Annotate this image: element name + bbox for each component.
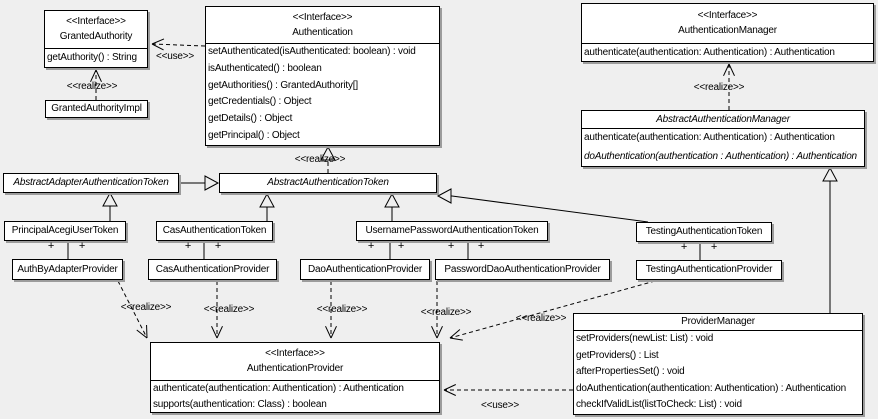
realize-label: <<realize>> xyxy=(420,307,472,318)
method: authenticate(authentication: Authenticat… xyxy=(584,132,835,143)
class-name: GrantedAuthority xyxy=(59,31,133,42)
class-name: GrantedAuthorityImpl xyxy=(51,103,142,114)
multiplicity-label: + xyxy=(680,241,688,253)
class-principal-acegi-user-token[interactable]: PrincipalAcegiUserToken xyxy=(4,221,126,241)
class-provider-manager[interactable]: ProviderManager setProviders(newList: Lis… xyxy=(573,313,863,415)
class-username-password-authentication-token[interactable]: UsernamePasswordAuthenticationToken xyxy=(356,221,548,241)
generalization-usernamepasswordtoken xyxy=(384,192,400,221)
class-abstract-adapter-authentication-token[interactable]: AbstractAdapterAuthenticationToken xyxy=(3,173,179,193)
class-name: AbstractAuthenticationToken xyxy=(267,177,389,188)
method: getCredentials() : Object xyxy=(208,96,312,108)
generalization-casauthenticationtoken xyxy=(259,192,275,221)
method: setProviders(newList: List) : void xyxy=(576,333,714,344)
class-name: CasAuthenticationToken xyxy=(162,225,267,236)
stereotype-label: <<Interface>> xyxy=(697,10,758,21)
realize-casauthenticationprovider-to-authenticationprovider xyxy=(211,281,223,339)
class-authentication-manager[interactable]: <<Interface>> AuthenticationManager authen… xyxy=(581,3,874,62)
class-testing-authentication-provider[interactable]: TestingAuthenticationProvider xyxy=(636,260,782,280)
class-auth-by-adapter-provider[interactable]: AuthByAdapterProvider xyxy=(12,259,123,280)
use-label: <<use>> xyxy=(480,400,520,411)
class-name: PasswordDaoAuthenticationProvider xyxy=(444,263,601,275)
method: doAuthentication(authentication: Authent… xyxy=(576,382,846,394)
realize-abstractauthenticationtoken-to-authentication xyxy=(320,145,336,173)
class-testing-authentication-token[interactable]: TestingAuthenticationToken xyxy=(636,222,772,242)
stereotype-label: <<Interface>> xyxy=(292,11,353,23)
stereotype-label: <<Interface>> xyxy=(66,16,126,27)
realize-label: <<realize>> xyxy=(515,313,567,324)
multiplicity-label: + xyxy=(367,240,375,252)
multiplicity-label: + xyxy=(710,241,718,253)
realize-label: <<realize>> xyxy=(693,82,745,93)
realize-passworddaoauthenticationprovider-to-authenticationprovider xyxy=(431,281,443,339)
multiplicity-label: + xyxy=(214,240,222,252)
use-providermanager-to-authenticationprovider xyxy=(443,384,573,396)
use-authentication-to-grantedauthority xyxy=(151,38,206,51)
class-name: UsernamePasswordAuthenticationToken xyxy=(365,225,539,236)
class-name: CasAuthenticationProvider xyxy=(155,263,270,275)
method: isAuthenticated() : boolean xyxy=(208,62,322,74)
generalization-providermanager-to-abstractauthenticationmanager xyxy=(822,166,838,313)
method: getAuthorities() : GrantedAuthority[] xyxy=(208,79,358,91)
method: getProviders() : List xyxy=(576,349,659,361)
class-cas-authentication-token[interactable]: CasAuthenticationToken xyxy=(156,221,273,241)
class-name: AuthenticationManager xyxy=(678,25,777,36)
method: getAuthority() : String xyxy=(47,52,137,63)
method: getPrincipal() : Object xyxy=(208,130,300,142)
method: afterPropertiesSet() : void xyxy=(576,366,685,378)
class-dao-authentication-provider[interactable]: DaoAuthenticationProvider xyxy=(300,259,430,280)
class-name: TestingAuthenticationToken xyxy=(645,226,763,237)
class-name: TestingAuthenticationProvider xyxy=(645,264,773,275)
method: authenticate(authentication: Authenticat… xyxy=(153,383,404,394)
generalization-testingauthenticationtoken xyxy=(436,188,649,223)
realize-label: <<realize>> xyxy=(66,81,118,92)
realize-abstractauthenticationmanager-to-authenticationmanager xyxy=(723,63,735,110)
class-name: AuthByAdapterProvider xyxy=(17,263,118,275)
class-cas-authentication-provider[interactable]: CasAuthenticationProvider xyxy=(148,259,277,280)
realize-label: <<realize>> xyxy=(203,304,255,315)
class-name: AbstractAdapterAuthenticationToken xyxy=(13,177,169,188)
class-name: AbstractAuthenticationManager xyxy=(656,113,790,125)
method: checkIfValidList(listToCheck: List) : vo… xyxy=(576,399,742,411)
method: supports(authentication: Class) : boolea… xyxy=(153,398,327,410)
class-name: PrincipalAcegiUserToken xyxy=(11,225,119,236)
class-name: AuthenticationProvider xyxy=(246,363,344,374)
realize-label: <<realize>> xyxy=(316,304,368,315)
multiplicity-label: + xyxy=(184,240,192,252)
method: doAuthentication(authentication : Authen… xyxy=(584,150,857,162)
multiplicity-label: + xyxy=(477,240,485,252)
class-authentication-provider[interactable]: <<Interface>> AuthenticationProvider authe… xyxy=(150,342,440,413)
multiplicity-label: + xyxy=(397,240,405,252)
method: getDetails() : Object xyxy=(208,113,293,125)
multiplicity-label: + xyxy=(47,240,55,252)
class-granted-authority-impl[interactable]: GrantedAuthorityImpl xyxy=(45,100,148,118)
class-abstract-authentication-manager[interactable]: AbstractAuthenticationManager authenticat… xyxy=(581,110,865,167)
class-name: ProviderManager xyxy=(681,316,755,327)
class-authentication[interactable]: <<Interface>> Authentication setAuthentica… xyxy=(205,6,440,146)
method: authenticate(authentication: Authenticat… xyxy=(584,47,835,58)
stereotype-label: <<Interface>> xyxy=(265,348,325,359)
multiplicity-label: + xyxy=(447,240,455,252)
method: setAuthenticated(isAuthenticated: boolea… xyxy=(208,46,416,57)
multiplicity-label: + xyxy=(78,240,86,252)
class-name: DaoAuthenticationProvider xyxy=(308,263,422,275)
realize-label: <<realize>> xyxy=(294,154,346,165)
generalization-abstractadaptertoken-to-abstracttoken xyxy=(179,175,220,191)
class-password-dao-authentication-provider[interactable]: PasswordDaoAuthenticationProvider xyxy=(435,259,610,280)
class-name: Authentication xyxy=(292,26,353,38)
realize-testingauthenticationprovider-to-authenticationprovider xyxy=(449,280,656,341)
use-label: <<use>> xyxy=(155,51,195,62)
realize-daoauthenticationprovider-to-authenticationprovider xyxy=(325,281,337,339)
class-abstract-authentication-token[interactable]: AbstractAuthenticationToken xyxy=(219,173,437,193)
generalization-principalacegiusertoken xyxy=(102,191,118,221)
realize-label: <<realize>> xyxy=(120,302,172,313)
class-granted-authority[interactable]: <<Interface>> GrantedAuthority getAuthorit… xyxy=(44,10,148,68)
realize-authbyadapterprovider-to-authenticationprovider xyxy=(117,280,148,339)
realize-grantedauthorityimpl-to-grantedauthority xyxy=(90,69,102,100)
